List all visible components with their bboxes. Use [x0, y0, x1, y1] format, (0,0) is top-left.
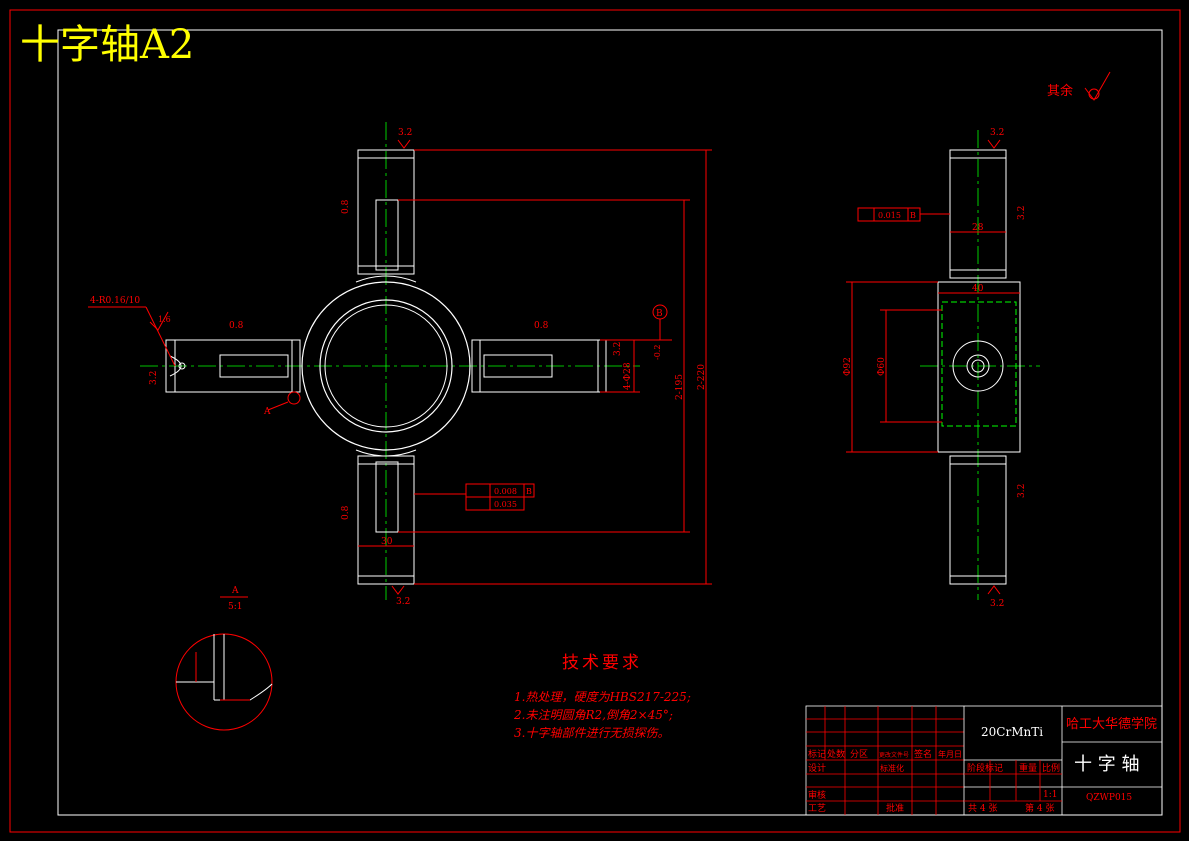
- outer-frame: [9, 9, 1181, 833]
- dim-2-195-text: 2-195: [675, 374, 685, 400]
- header-sign: 签名: [914, 748, 932, 760]
- roughness-label: 3.2: [396, 597, 410, 607]
- roughness-label: 3.2: [149, 371, 159, 385]
- symmetry-tolerance-frame: 0.015 B: [857, 207, 950, 222]
- scale-value: 1:1: [1043, 790, 1057, 800]
- hub-middle-ring: [319, 299, 453, 433]
- dim-28-text: 28: [972, 223, 984, 233]
- datum-b-label: B: [656, 309, 663, 319]
- material-label: 20CrMnTi: [981, 725, 1043, 739]
- dim-30: 30: [358, 537, 414, 547]
- roughness-label: 0.8: [341, 199, 351, 214]
- side-shaft-bottom: [949, 455, 1007, 585]
- row-approve: 批准: [886, 802, 904, 814]
- header-mark: 标记: [808, 748, 826, 760]
- roughness-label: 0.8: [534, 321, 549, 331]
- weight-label: 重量: [1019, 762, 1037, 774]
- header-count: 处数: [827, 748, 845, 760]
- dim-phi28-tol: -0.2: [653, 345, 662, 360]
- tech-req-line: 1.热处理，硬度为HBS217-225;: [514, 690, 691, 704]
- detail-scale: 5:1: [228, 602, 242, 612]
- tolerance-frame-1: 0.008 B: [414, 483, 535, 498]
- tech-req-line: 3.十字轴部件进行无损探伤。: [514, 726, 669, 740]
- inner-border: [57, 29, 1163, 816]
- detail-label: A: [231, 586, 239, 596]
- row-standard: 标准化: [880, 763, 904, 773]
- hub-flat-top: [355, 275, 417, 283]
- journal-bottom: [357, 455, 415, 585]
- dim-phi60-text: Φ60: [877, 357, 887, 376]
- row-design: 设计: [808, 762, 826, 774]
- dim-2-195: 2-195: [398, 199, 690, 533]
- hub-outer-ring: [301, 281, 471, 451]
- sheet-no: 第 4 张: [1025, 802, 1054, 814]
- title-block-text: 20CrMnTi 哈工大华德学院 十 字 轴 QZWP015 标记 处数 分区 …: [808, 716, 1157, 814]
- roughness-circle-icon: [1088, 88, 1100, 100]
- tech-requirements: 技术要求 1.热处理，硬度为HBS217-225; 2.未注明圆角R2,倒角2×…: [513, 653, 691, 740]
- side-view: 3.2 3.2 3.2 3.2 0.015 B 28 40 Φ92: [843, 128, 1040, 609]
- tech-req-line: 2.未注明圆角R2,倒角2×45°;: [513, 708, 673, 722]
- datum-a-label: A: [263, 407, 271, 417]
- front-view: 3.2 3.2 0.8 0.8 0.8 0.8 3.2 3.2 4-R0.16/…: [88, 122, 712, 607]
- sheets-total: 共 4 张: [968, 803, 997, 814]
- tech-req-heading: 技术要求: [562, 653, 642, 673]
- title-block: [805, 705, 1163, 816]
- thread-callout-text: 4-R0.16/10: [90, 296, 140, 306]
- journal-right: [471, 339, 607, 393]
- hub-inner-ring: [324, 304, 448, 428]
- side-dims: 28 40 Φ92 Φ60: [843, 223, 1020, 453]
- datum-b: B: [640, 304, 672, 341]
- dim-phi28: 4-Φ28 -0.2: [600, 339, 662, 393]
- front-roughness-marks: 3.2 3.2 0.8 0.8 0.8 0.8 3.2 3.2: [149, 128, 623, 607]
- scale-label: 比例: [1042, 762, 1060, 774]
- side-body: [937, 281, 1021, 453]
- header-date: 年月日: [938, 749, 962, 759]
- roughness-symbol-icon: [1084, 71, 1111, 101]
- part-name-label: 十 字 轴: [1074, 754, 1139, 775]
- tol1-datum: B: [526, 487, 532, 496]
- row-check: 审核: [808, 789, 826, 801]
- tol1-value: 0.008: [494, 487, 517, 496]
- journal-top: [357, 149, 415, 275]
- roughness-label: 3.2: [613, 342, 623, 356]
- detail-profile: [176, 634, 273, 701]
- roughness-label: 0.8: [229, 321, 244, 331]
- drawing-no-label: QZWP015: [1086, 793, 1132, 803]
- roughness-label: 3.2: [1017, 484, 1027, 498]
- dim-2-220: 2-220: [414, 149, 712, 585]
- datum-a: A: [263, 391, 301, 417]
- sym-tol-datum: B: [910, 211, 916, 220]
- dim-phi28-text: 4-Φ28: [623, 362, 633, 390]
- roughness-label: 3.2: [398, 128, 412, 138]
- journal-left: [165, 339, 301, 393]
- surface-note: 其余: [1047, 71, 1111, 101]
- sheet-title: 十字轴A2: [20, 22, 194, 68]
- dim-30-text: 30: [381, 537, 393, 547]
- surface-note-text: 其余: [1047, 83, 1073, 99]
- school-label: 哈工大华德学院: [1066, 716, 1157, 732]
- roughness-label: 0.8: [341, 505, 351, 520]
- tol2-value: 0.035: [494, 500, 517, 509]
- header-zone: 分区: [850, 749, 868, 760]
- row-process: 工艺: [808, 803, 826, 814]
- stage-label: 阶段标记: [967, 762, 1003, 774]
- roughness-label: 3.2: [990, 128, 1004, 138]
- dim-phi92-text: Φ92: [843, 357, 853, 376]
- roughness-small-label: 1.6: [158, 315, 171, 324]
- header-change-no: 更改文件号: [879, 751, 909, 759]
- sym-tol-value: 0.015: [878, 211, 901, 220]
- roughness-label: 3.2: [990, 599, 1004, 609]
- dim-2-220-text: 2-220: [697, 364, 707, 390]
- thread-callout: 4-R0.16/10 1.6: [88, 296, 176, 367]
- side-roughness: 3.2 3.2 3.2 3.2: [987, 128, 1027, 609]
- tolerance-frame-2: 0.035: [465, 496, 525, 511]
- roughness-label: 3.2: [1017, 206, 1027, 220]
- dim-40-text: 40: [972, 284, 984, 294]
- detail-a: A 5:1: [175, 586, 273, 731]
